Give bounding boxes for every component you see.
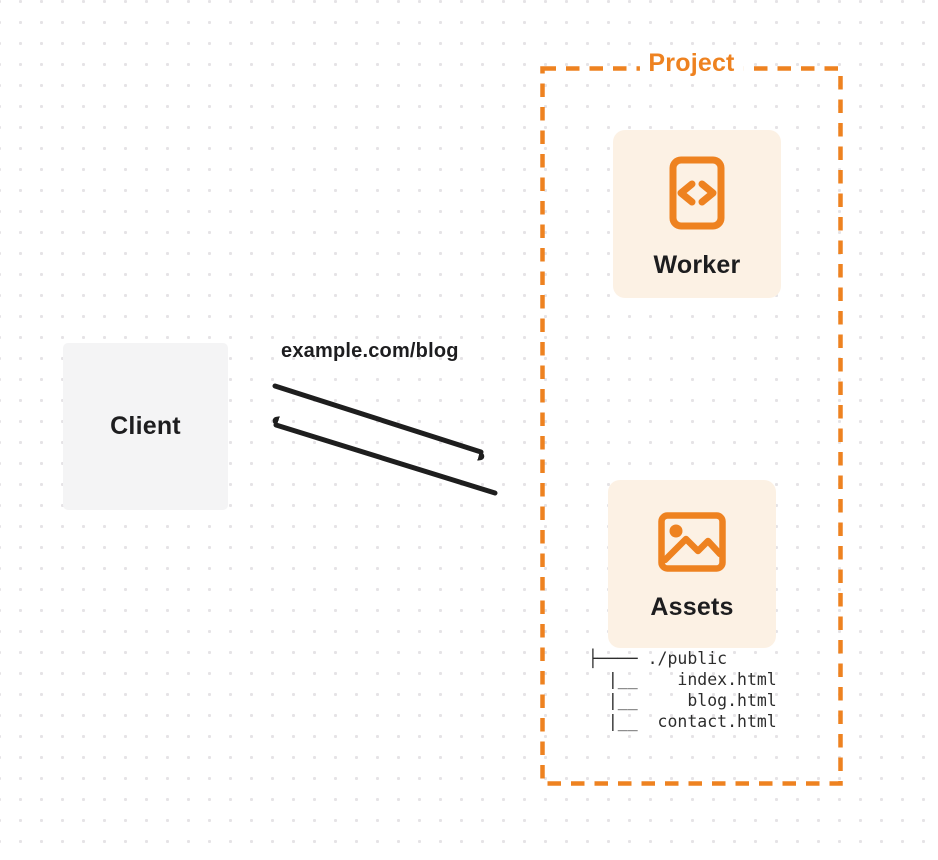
assets-label: Assets — [650, 593, 734, 621]
project-label: Project — [639, 49, 744, 78]
worker-node: Worker — [613, 130, 781, 298]
assets-file-tree: ├──── ./public |__ index.html |__ blog.h… — [588, 648, 777, 732]
client-node: Client — [63, 343, 228, 510]
image-icon — [658, 512, 726, 577]
project-boundary: Project Worker Assets — [540, 49, 843, 786]
response-arrow — [276, 425, 498, 496]
code-document-icon — [669, 156, 725, 235]
worker-label: Worker — [653, 251, 741, 279]
file-tree-blog: |__ blog.html — [588, 691, 777, 710]
file-tree-index: |__ index.html — [588, 670, 777, 689]
assets-node: Assets — [608, 480, 776, 648]
file-tree-root: ├──── ./public — [588, 649, 728, 668]
request-arrow — [272, 383, 481, 452]
client-label: Client — [110, 412, 181, 440]
request-url-label: example.com/blog — [281, 340, 459, 362]
file-tree-contact: |__ contact.html — [588, 712, 777, 731]
